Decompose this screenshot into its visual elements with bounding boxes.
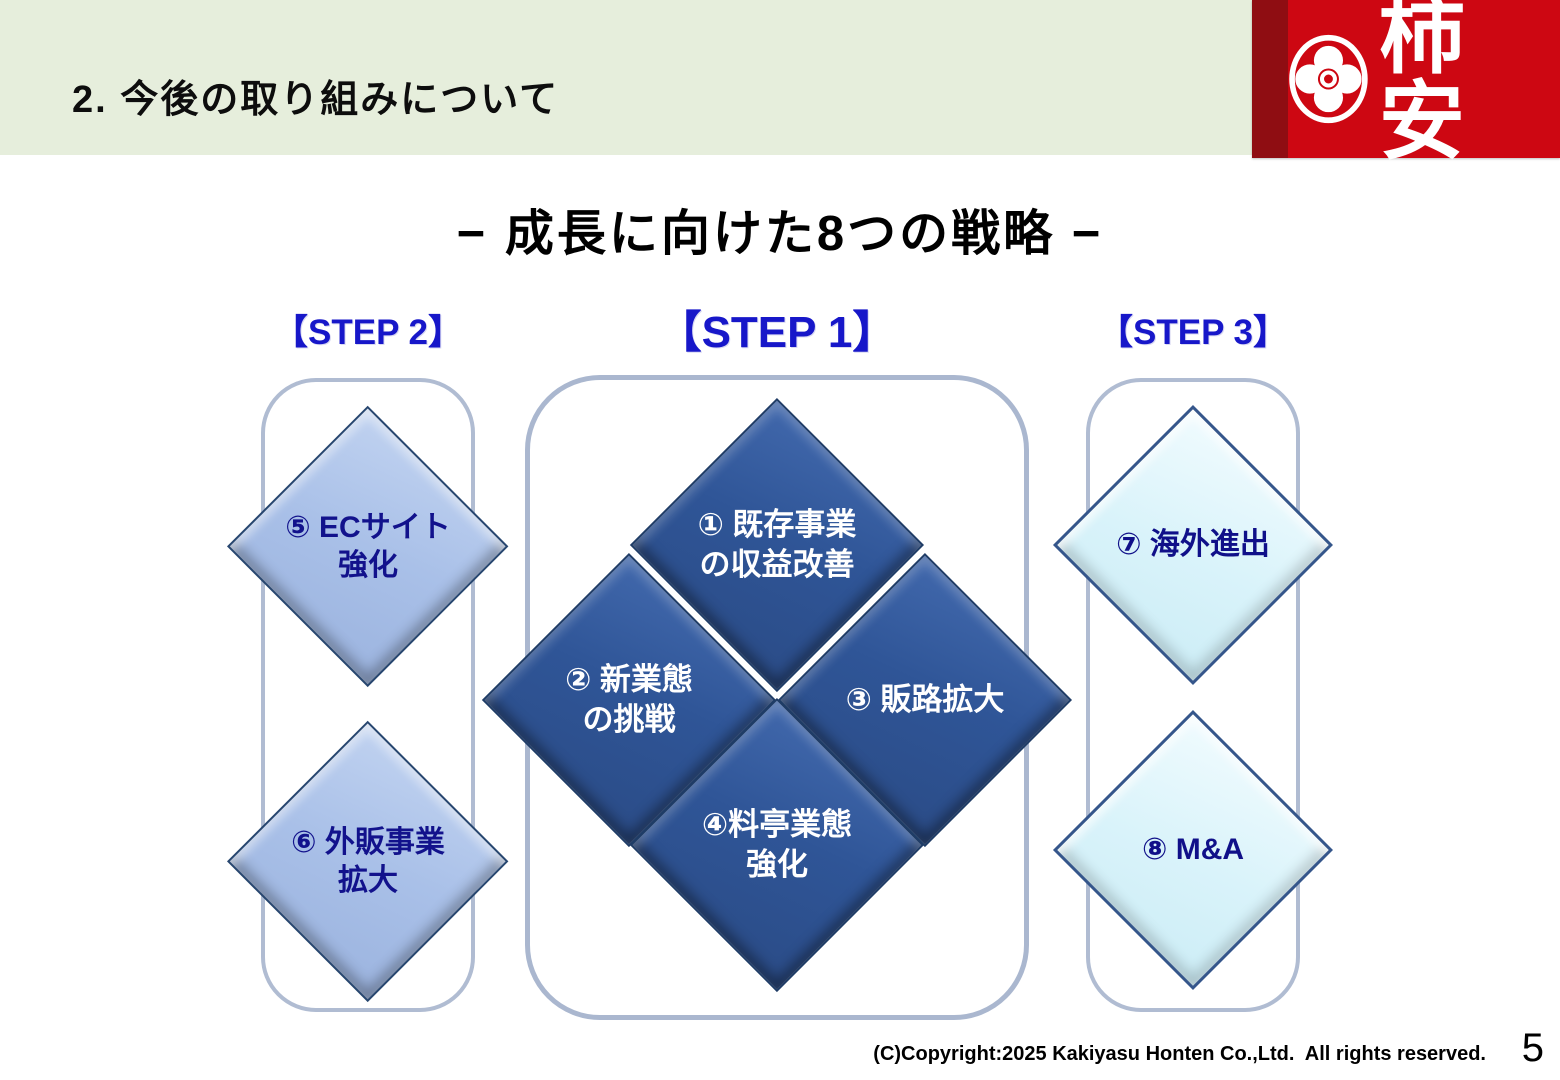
kakiyasu-crest-icon	[1289, 34, 1368, 124]
step-2-group-frame	[261, 378, 475, 1012]
strategy-3-diamond: ③ 販路拡大	[777, 552, 1072, 847]
strategy-2-label: ② 新業態 の挑戦	[565, 662, 693, 737]
page-number: 5	[1521, 1026, 1544, 1070]
strategy-1-label: ① 既存事業 の収益改善	[697, 507, 857, 582]
step-2-label: 【STEP 2】	[273, 313, 463, 352]
company-logo: 柿安	[1252, 0, 1560, 165]
slide-title: − 成長に向けた8つの戦略 −	[456, 207, 1104, 261]
strategy-1-diamond: ① 既存事業 の収益改善	[629, 397, 924, 692]
copyright-text: (C)Copyright:2025 Kakiyasu Honten Co.,Lt…	[873, 1043, 1486, 1065]
strategy-4-label: ④料亭業態 強化	[701, 807, 853, 882]
strategy-6-label: ⑥ 外販事業 拡大	[291, 825, 445, 897]
strategy-2-diamond: ② 新業態 の挑戦	[481, 552, 776, 847]
strategy-6-diamond: ⑥ 外販事業 拡大	[227, 721, 509, 1003]
strategy-8-label: ⑧ M&A	[1141, 832, 1245, 866]
strategy-7-label: ⑦ 海外進出	[1116, 527, 1270, 561]
step-3-label: 【STEP 3】	[1098, 313, 1288, 352]
section-title: 2. 今後の取り組みについて	[72, 79, 560, 121]
brand-text: 柿安	[1378, 0, 1471, 170]
strategy-4-diamond: ④料亭業態 強化	[629, 697, 924, 992]
strategy-5-diamond: ⑤ ECサイト 強化	[227, 406, 509, 688]
step-1-label: 【STEP 1】	[657, 308, 897, 357]
strategy-3-label: ③ 販路拡大	[845, 682, 1005, 718]
strategy-7-diamond: ⑦ 海外進出	[1052, 404, 1333, 685]
strategy-8-diamond: ⑧ M&A	[1052, 709, 1333, 990]
step-3-group-frame	[1086, 378, 1300, 1012]
logo-accent-strip	[1252, 0, 1288, 158]
strategy-5-label: ⑤ ECサイト 強化	[285, 510, 451, 582]
logo-content: 柿安	[1288, 0, 1560, 165]
